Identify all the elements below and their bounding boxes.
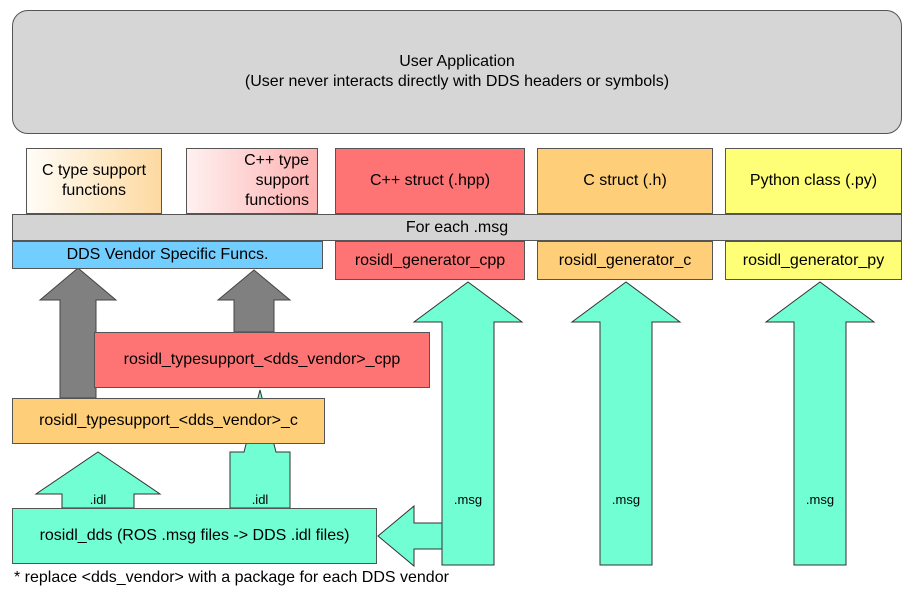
idl-left-label: .idl bbox=[89, 492, 107, 507]
c-type-support-box: C type support functions bbox=[26, 148, 162, 214]
user-application-subtitle: (User never interacts directly with DDS … bbox=[244, 73, 670, 90]
rosidl-generator-cpp-label: rosidl_generator_cpp bbox=[354, 251, 506, 269]
rosidl-generator-c-label: rosidl_generator_c bbox=[558, 251, 692, 269]
python-class-box: Python class (.py) bbox=[725, 148, 902, 214]
c-struct-box: C struct (.h) bbox=[537, 148, 713, 214]
python-class-label: Python class (.py) bbox=[749, 172, 878, 189]
typesupport-c-label: rosidl_typesupport_<dds_vendor>_c bbox=[39, 412, 298, 429]
cpp-type-support-label: C++ type support functions bbox=[244, 152, 309, 209]
teal-arrow-msg-py bbox=[764, 281, 876, 566]
rosidl-generator-py-label: rosidl_generator_py bbox=[742, 251, 885, 269]
msg-c-label: .msg bbox=[611, 492, 641, 507]
dds-vendor-funcs-box: DDS Vendor Specific Funcs. bbox=[12, 241, 323, 269]
teal-arrow-msg-cpp bbox=[412, 281, 524, 566]
cpp-struct-box: C++ struct (.hpp) bbox=[335, 148, 525, 214]
c-struct-label: C struct (.h) bbox=[583, 172, 667, 189]
user-application-title: User Application bbox=[399, 53, 515, 70]
cpp-struct-label: C++ struct (.hpp) bbox=[369, 172, 491, 189]
rosidl-generator-py-box: rosidl_generator_py bbox=[725, 241, 902, 280]
rosidl-dds-label: rosidl_dds (ROS .msg files -> DDS .idl f… bbox=[39, 527, 350, 544]
teal-arrow-idl-left bbox=[34, 451, 162, 509]
idl-right-label: .idl bbox=[251, 492, 269, 507]
typesupport-cpp-label: rosidl_typesupport_<dds_vendor>_cpp bbox=[123, 351, 401, 368]
cpp-type-support-box: C++ type support functions bbox=[186, 148, 318, 214]
teal-arrow-msg-to-dds bbox=[377, 504, 443, 568]
dds-vendor-funcs-label: DDS Vendor Specific Funcs. bbox=[66, 246, 269, 263]
rosidl-dds-box: rosidl_dds (ROS .msg files -> DDS .idl f… bbox=[12, 508, 377, 564]
teal-arrow-msg-c bbox=[570, 281, 682, 566]
footnote: * replace <dds_vendor> with a package fo… bbox=[14, 569, 449, 586]
msg-py-label: .msg bbox=[805, 492, 835, 507]
msg-cpp-label: .msg bbox=[453, 492, 483, 507]
c-type-support-label: C type support functions bbox=[41, 162, 147, 199]
rosidl-generator-cpp-box: rosidl_generator_cpp bbox=[335, 241, 525, 280]
gray-arrow-cpp-typesupport bbox=[216, 269, 292, 333]
typesupport-cpp-box: rosidl_typesupport_<dds_vendor>_cpp bbox=[94, 332, 430, 388]
user-application-box: User Application (User never interacts d… bbox=[12, 10, 902, 134]
typesupport-c-box: rosidl_typesupport_<dds_vendor>_c bbox=[12, 398, 325, 444]
for-each-msg-bar: For each .msg bbox=[12, 214, 902, 241]
rosidl-generator-c-box: rosidl_generator_c bbox=[537, 241, 713, 280]
for-each-msg-label: For each .msg bbox=[405, 218, 509, 236]
